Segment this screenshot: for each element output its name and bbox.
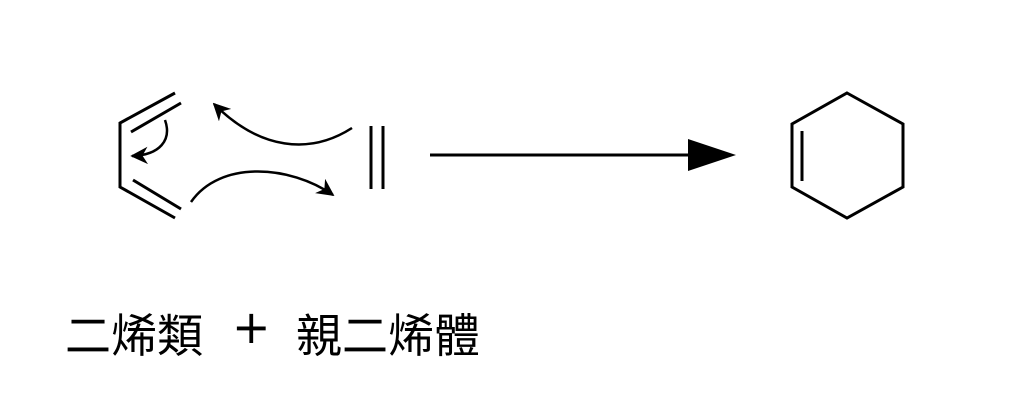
plus-sign: + (232, 300, 271, 354)
dienophile-molecule (369, 126, 385, 189)
curved-arrow-inner (130, 119, 169, 165)
electron-arrows (130, 102, 353, 203)
curved-arrow-bottom (189, 170, 335, 203)
diene-molecule (118, 91, 182, 220)
dienophile-label: 親二烯體 (296, 309, 480, 363)
cyclohexene-molecule (790, 91, 905, 220)
diene-label: 二烯類 (65, 309, 203, 363)
reaction-arrow (430, 139, 736, 171)
curved-arrow-top (212, 102, 353, 146)
